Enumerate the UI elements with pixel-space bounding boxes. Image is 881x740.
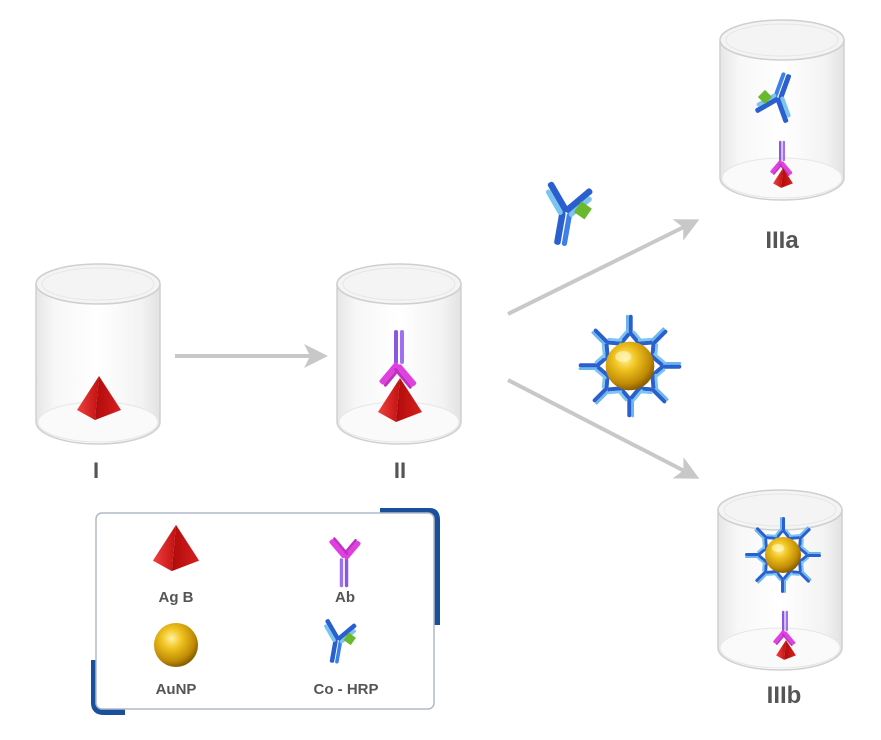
arrow-II-to-IIIb xyxy=(507,378,700,479)
arrow-II-to-IIIa xyxy=(507,219,700,316)
legend-item-aunp: AuNP xyxy=(154,623,198,698)
tube-stage-IIIb xyxy=(717,489,843,671)
stage-label-IIIb: IIIb xyxy=(767,682,802,709)
gold-nanoparticle-cluster-icon xyxy=(745,517,821,593)
gold-nanoparticle-icon xyxy=(154,623,198,667)
legend-label: Co - HRP xyxy=(314,681,379,698)
tube-stage-I xyxy=(35,263,161,445)
tube-stage-II xyxy=(336,263,462,445)
legend-item-ag-b: Ag B xyxy=(152,524,200,606)
stage-label-II: II xyxy=(394,458,406,483)
legend-item-co-hrp: Co - HRP xyxy=(308,611,379,698)
legend: Ag B Ab AuNP Co - HRP xyxy=(91,508,440,715)
stage-label-I: I xyxy=(93,458,99,483)
tube-stage-IIIa xyxy=(719,19,845,201)
stage-label-IIIa: IIIa xyxy=(765,227,799,254)
legend-item-ab: Ab xyxy=(328,536,362,606)
legend-label: Ab xyxy=(335,589,355,606)
legend-label: Ag B xyxy=(159,589,194,606)
gold-nanoparticle-cluster-icon xyxy=(579,315,682,418)
legend-label: AuNP xyxy=(156,681,197,698)
hrp-conjugated-antibody-icon xyxy=(522,170,609,260)
